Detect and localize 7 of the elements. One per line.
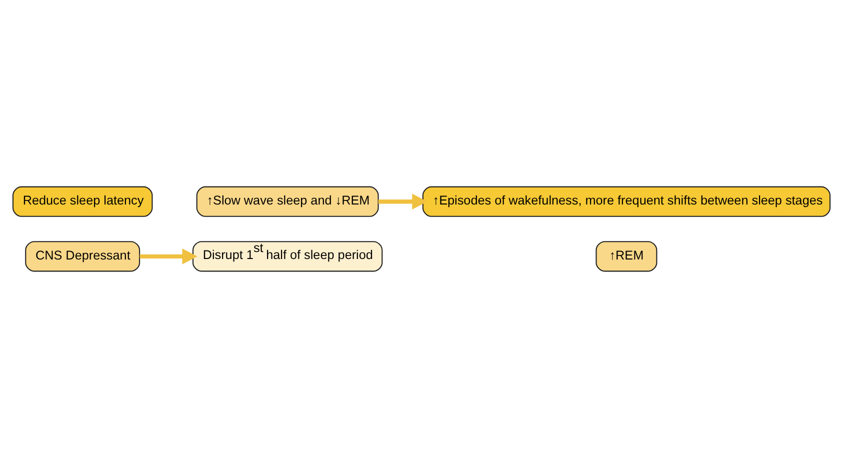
node-box: CNS Depressant (25, 241, 140, 272)
node-box: Reduce sleep latency (12, 186, 153, 217)
arrow (378, 194, 428, 210)
arrow (140, 248, 198, 264)
node-box: ↑Episodes of wakefulness, more frequent shifts between sleep stages (422, 186, 831, 217)
node-box: ↑REM (596, 241, 658, 272)
node-box: ↑Slow wave sleep and ↓REM (196, 186, 379, 217)
